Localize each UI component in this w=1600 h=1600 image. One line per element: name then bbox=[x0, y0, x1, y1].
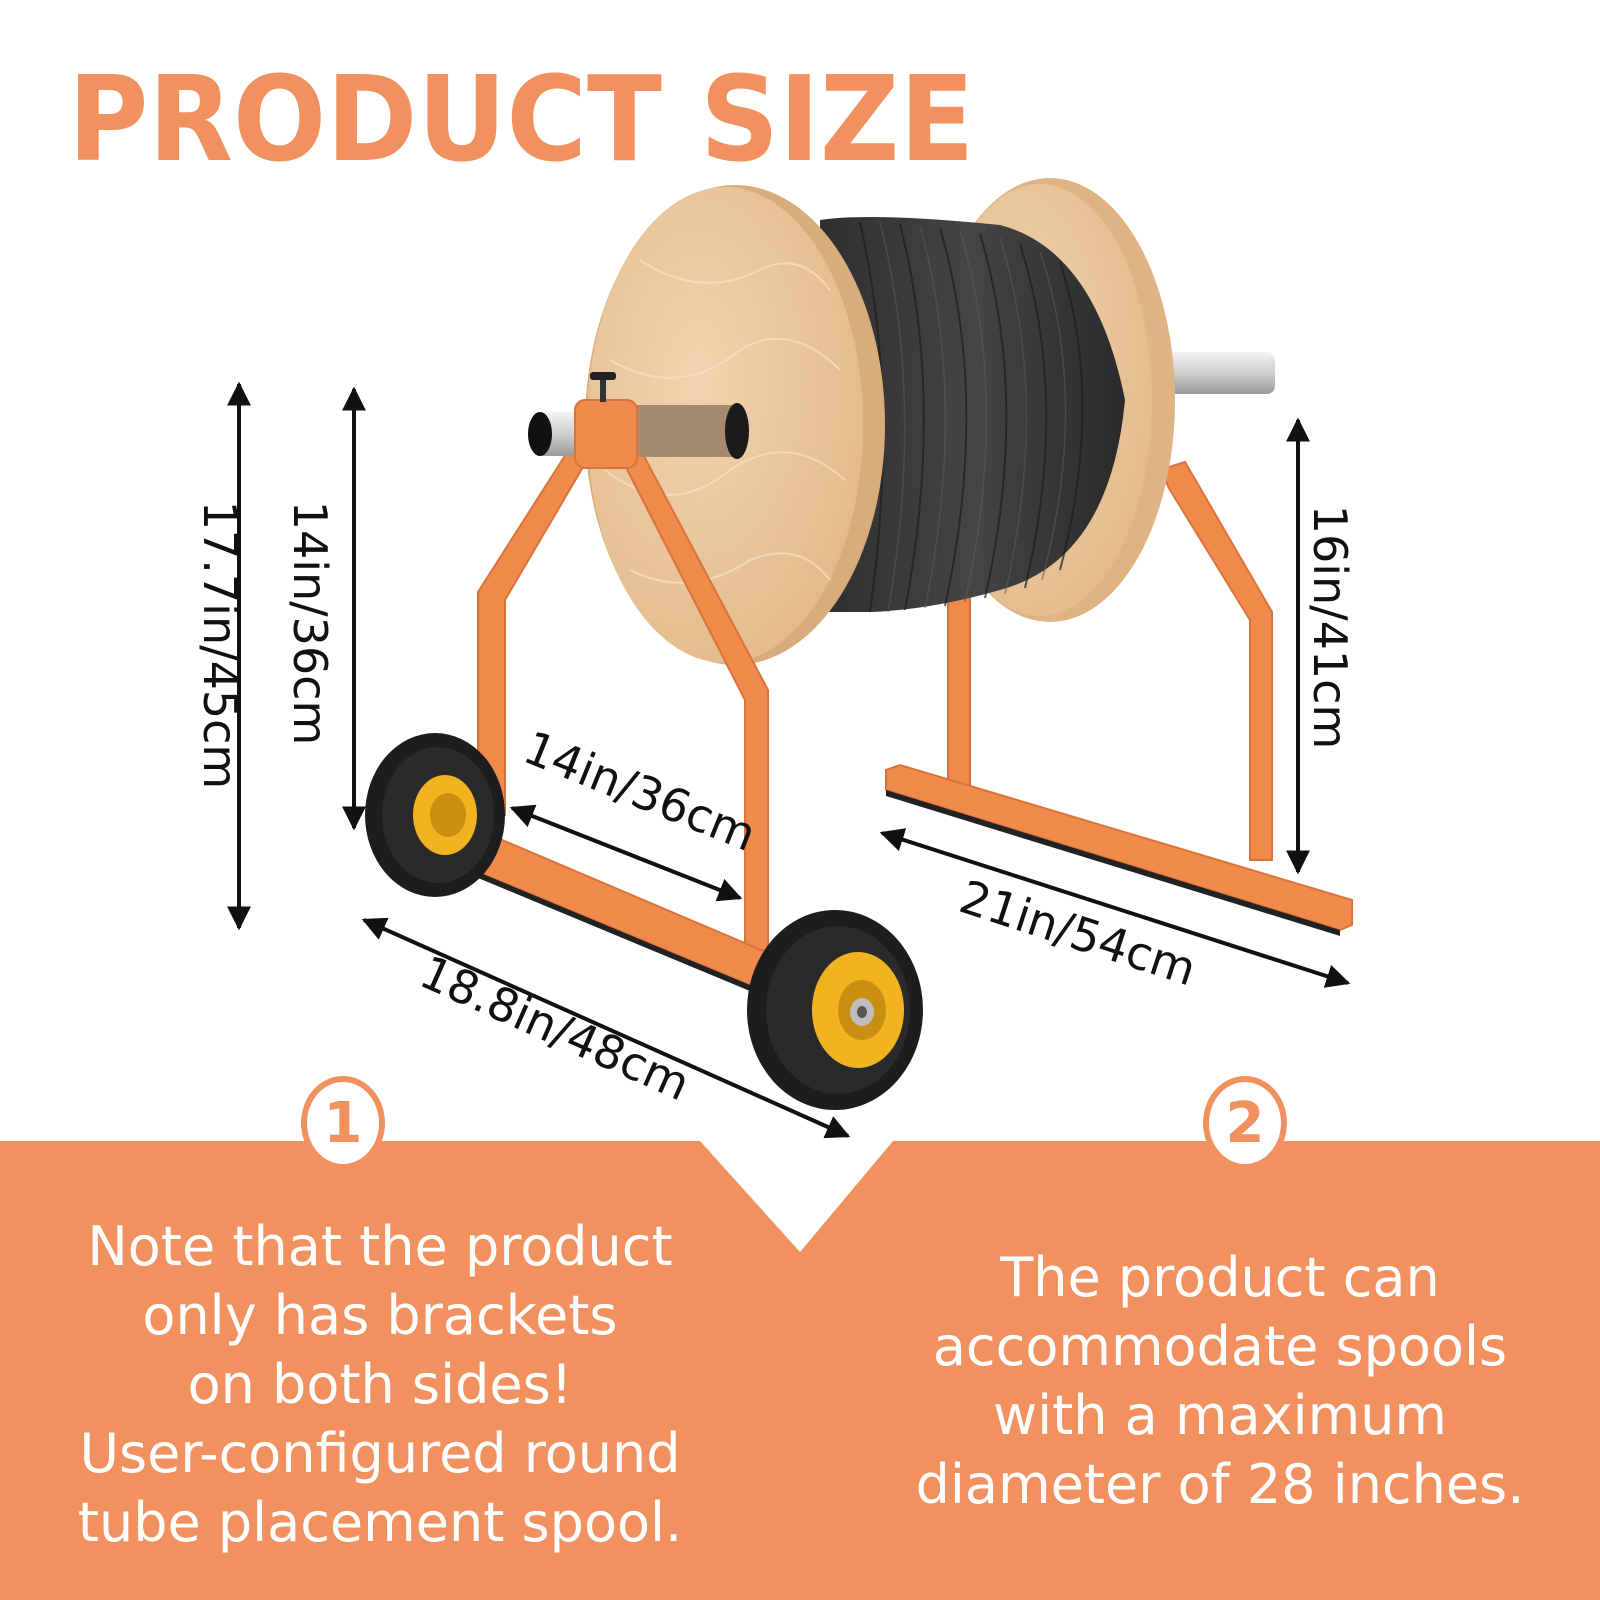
notes-band bbox=[0, 1141, 1600, 1600]
note-2-line: accommodate spools bbox=[932, 1315, 1508, 1378]
note-1-line: tube placement spool. bbox=[77, 1491, 683, 1554]
cable-coil-icon bbox=[820, 216, 1125, 613]
note-2-number-badge: 2 bbox=[1203, 1076, 1287, 1170]
note-2-line: with a maximum bbox=[992, 1384, 1448, 1447]
label-rear-bracket-height: 16in/41cm bbox=[1303, 504, 1357, 750]
note-1-line: User-configured round bbox=[79, 1422, 681, 1485]
front-axle-clamp-icon bbox=[528, 372, 749, 469]
note-2-line: diameter of 28 inches. bbox=[915, 1453, 1525, 1516]
note-1-line: on both sides! bbox=[187, 1353, 573, 1416]
note-1-number-badge: 1 bbox=[301, 1076, 385, 1170]
wheel-right-icon bbox=[747, 910, 923, 1110]
note-1-text: Note that the product only has brackets … bbox=[40, 1212, 720, 1557]
wheel-left-icon bbox=[365, 733, 505, 897]
label-front-bracket-height: 14in/36cm bbox=[283, 500, 337, 746]
dimension-arrows bbox=[227, 381, 1351, 1139]
note-1-line: only has brackets bbox=[142, 1284, 618, 1347]
arrow-inner-width bbox=[509, 804, 743, 902]
label-total-height: 17.7in/45cm bbox=[193, 500, 247, 790]
note-2-text: The product can accommodate spools with … bbox=[880, 1243, 1560, 1519]
note-2-line: The product can bbox=[1000, 1246, 1440, 1309]
note-1-line: Note that the product bbox=[87, 1215, 673, 1278]
page-title: PRODUCT SIZE bbox=[68, 50, 975, 188]
arrow-base-front bbox=[361, 917, 851, 1139]
arrow-base-rear bbox=[879, 828, 1351, 988]
